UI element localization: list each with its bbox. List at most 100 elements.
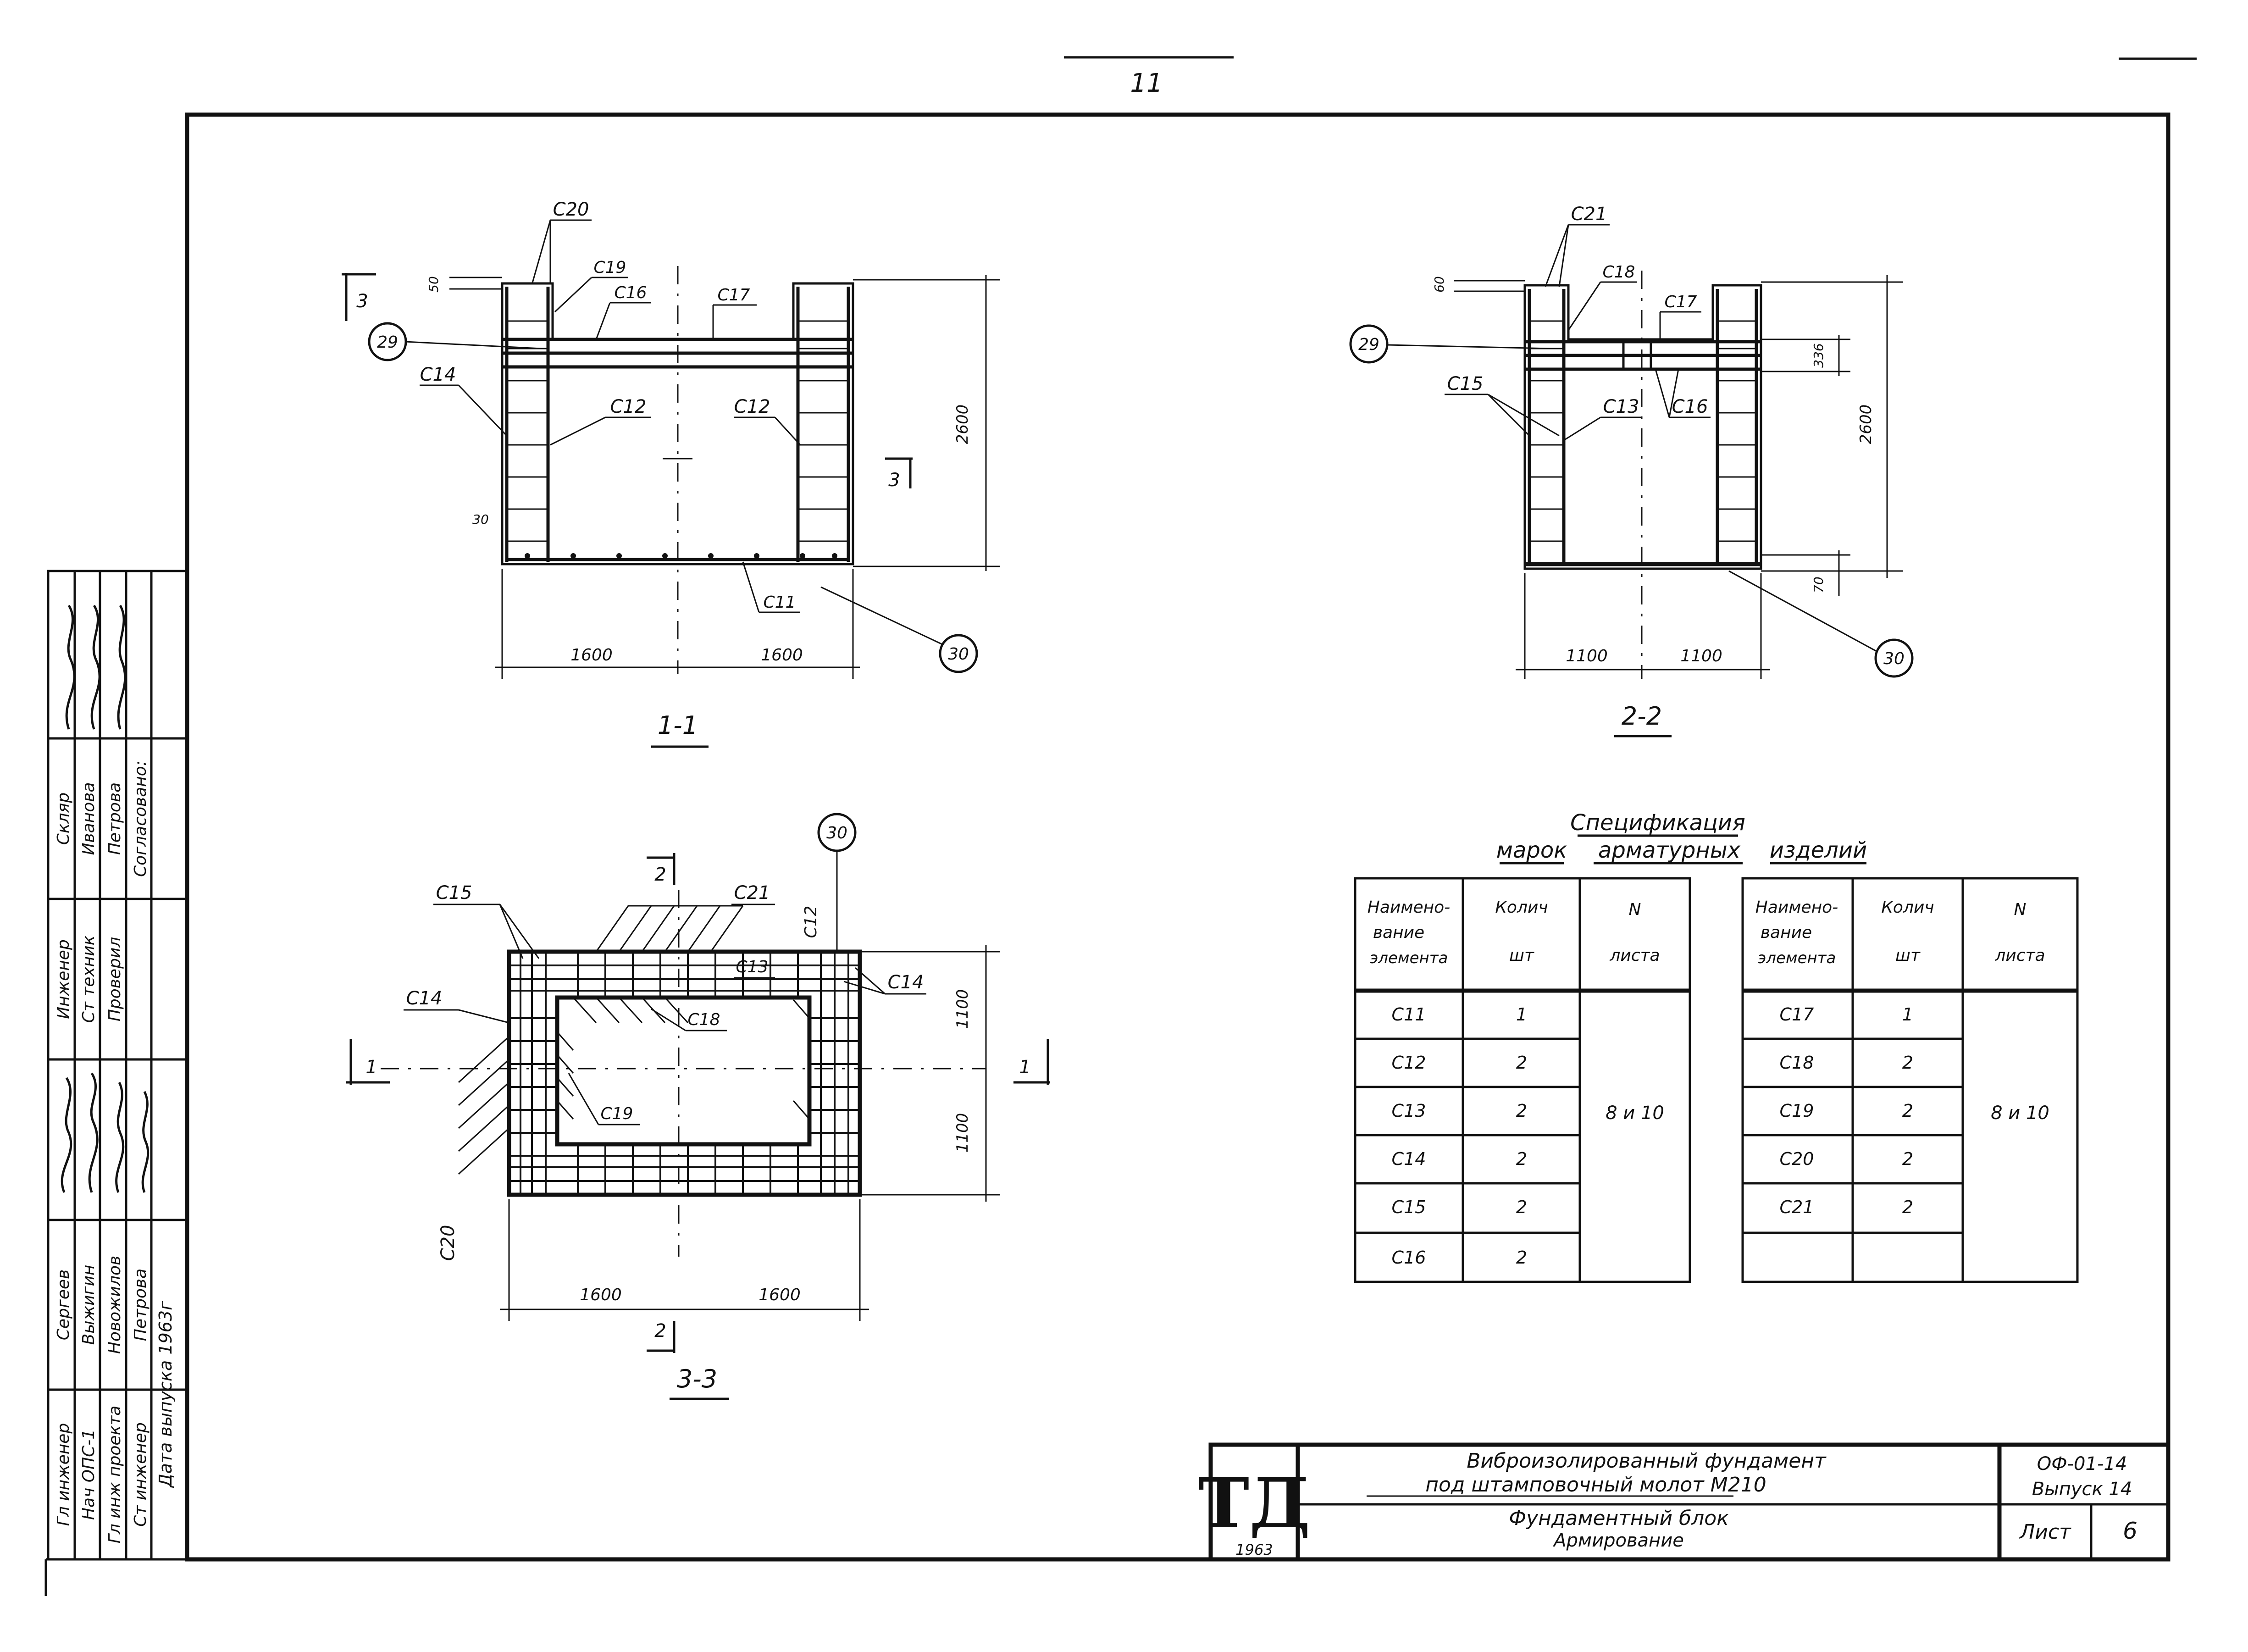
spec-right-row-name: С19 [1780, 1101, 1814, 1121]
s33-callout-30-text: 30 [826, 824, 847, 843]
s11-dim-side: 30 [472, 512, 489, 527]
approval-stamp: Гл инженер Нач ОПС-1 Гл инж проекта Ст и… [47, 570, 188, 1561]
spec-right-row-qty: 2 [1902, 1197, 1913, 1217]
section-3-3: 1100 1100 1600 1600 С15 С21 С12 С14 С14 … [346, 813, 1050, 1400]
spec-right-row-name: С17 [1780, 1004, 1814, 1025]
s11-cut-side: 3 [888, 470, 900, 491]
s33-cut-left: 1 [365, 1057, 377, 1078]
s22-dim-bottom: 70 [1811, 577, 1826, 593]
s11-dim-top: 50 [426, 276, 441, 293]
title-line2: под штамповочный молот М210 [1425, 1473, 1766, 1497]
s11-title: 1-1 [658, 711, 698, 740]
s22-callout-30-text: 30 [1883, 649, 1905, 668]
spec-left-row-qty: 2 [1516, 1247, 1527, 1268]
s22-label-c16: С16 [1672, 396, 1708, 417]
s33-label-c15: С15 [436, 882, 472, 904]
s22-dim-right: 1100 [1680, 647, 1722, 665]
spec-left-row-qty: 2 [1516, 1197, 1527, 1217]
title-sheet-label: Лист [2019, 1520, 2071, 1544]
section-2-2: 2600 336 70 60 1100 1100 С21 С18 С17 С15… [1349, 204, 1914, 737]
spec-left-row-name: С12 [1392, 1053, 1426, 1073]
spec-table-left [1354, 877, 1691, 1283]
s22-callout-29 [1349, 324, 1389, 364]
s33-label-c21: С21 [734, 882, 770, 904]
s33-outer [507, 949, 862, 1197]
stamp-role2-1: Инженер [54, 939, 73, 1019]
s33-label-c14b: С14 [888, 972, 924, 993]
stamp-role-3: Гл инж проекта [105, 1406, 124, 1544]
stamp-col3-3: Петрова [105, 782, 124, 855]
stamp-signatures [61, 604, 149, 1193]
spec-right-h-qty-2: шт [1895, 946, 1921, 965]
s22-title: 2-2 [1622, 702, 1662, 731]
stamp-role-1: Гл инженер [54, 1423, 73, 1526]
title-line3: Фундаментный блок [1509, 1507, 1729, 1530]
s22-label-c18: С18 [1603, 263, 1635, 282]
spec-right-h-sheet-2: листа [1994, 946, 2045, 965]
spec-left-row-qty: 2 [1516, 1149, 1527, 1169]
s11-label-c14: С14 [420, 364, 456, 385]
spec-right-h-qty-1: Колич [1881, 898, 1934, 917]
s11-label-c12b: С12 [734, 396, 770, 417]
stamp-name-2: Выжигин [79, 1265, 98, 1345]
s11-callout-29-text: 29 [377, 333, 398, 352]
s33-dim-left: 1600 [580, 1286, 622, 1304]
spec-title-2c: изделий [1770, 837, 1867, 863]
spec-right-h-name-1: Наимено- [1755, 898, 1838, 917]
s22-dim-height: 2600 [1857, 405, 1875, 444]
s11-outline [501, 282, 854, 565]
s11-dim-height: 2600 [953, 405, 972, 444]
s11-label-c19: С19 [594, 258, 626, 277]
s33-cut-top: 2 [654, 864, 666, 885]
stamp-role-4: Ст инженер [131, 1422, 150, 1527]
s33-cut-bottom: 2 [654, 1320, 666, 1342]
spec-table-right [1741, 877, 2079, 1283]
stamp-col3-1: Скляр [54, 793, 73, 845]
spec-left-row-name: С16 [1392, 1247, 1426, 1268]
s22-callout-30 [1874, 638, 1914, 678]
spec-right-h-sheet-1: N [2014, 900, 2027, 919]
s11-dim-right: 1600 [761, 646, 803, 665]
spec-left-h-name-3: элемента [1370, 949, 1448, 967]
s33-dim-top: 1100 [953, 989, 972, 1029]
s33-label-c12: С12 [802, 906, 820, 938]
stamp-name-3: Новожилов [105, 1256, 124, 1354]
spec-left-row-qty: 1 [1516, 1004, 1527, 1025]
spec-right-row-qty: 2 [1902, 1053, 1913, 1073]
s11-cut-top: 3 [356, 291, 368, 312]
s11-callout-30-text: 30 [948, 645, 969, 664]
s33-inner [555, 995, 812, 1147]
spec-right-row-name: С18 [1780, 1053, 1814, 1073]
page-number: 11 [1130, 68, 1163, 98]
stamp-col3-2: Иванова [79, 782, 98, 855]
spec-right-h-name-2: вание [1761, 923, 1812, 942]
s33-dim-bottom: 1100 [953, 1113, 972, 1153]
s33-title: 3-3 [677, 1364, 717, 1393]
s33-dim-right: 1600 [759, 1286, 801, 1304]
spec-left-row-name: С13 [1392, 1101, 1426, 1121]
s22-label-c15: С15 [1447, 373, 1484, 394]
spec-right-row-qty: 1 [1902, 1004, 1913, 1025]
title-block: ТД 1963 Виброизолированный фундамент под… [1198, 1442, 2170, 1562]
specification: Спецификация марок арматурных изделий На… [1354, 810, 2079, 1283]
spec-left-h-name-2: вание [1373, 923, 1424, 942]
drawing-frame [185, 112, 2170, 1562]
stamp-role-2: Нач ОПС-1 [79, 1429, 98, 1520]
s22-label-c17: С17 [1665, 293, 1697, 311]
s22-label-c13: С13 [1603, 396, 1639, 417]
stamp-date: Дата выпуска 1963г [155, 1301, 176, 1488]
spec-left-h-sheet-2: листа [1609, 946, 1660, 965]
title-line4: Армирование [1552, 1530, 1684, 1551]
s33-label-c19: С19 [601, 1104, 633, 1123]
spec-right-row-name: С20 [1780, 1149, 1814, 1169]
spec-right-row-qty: 2 [1902, 1149, 1913, 1169]
logo: ТД [1198, 1463, 1311, 1544]
stamp-name-1: Сергеев [54, 1269, 73, 1341]
s11-label-c17: С17 [718, 286, 750, 305]
title-sheet-no: 6 [2123, 1518, 2137, 1544]
title-code: ОФ-01-14 [2037, 1453, 2127, 1475]
s22-dim-top: 60 [1432, 276, 1447, 293]
stamp-name-4: Петрова [131, 1269, 150, 1341]
section-1-1: 2600 50 30 1600 1600 С20 С19 С16 С17 С14… [342, 199, 1000, 748]
spec-left-row-name: С15 [1392, 1197, 1426, 1217]
